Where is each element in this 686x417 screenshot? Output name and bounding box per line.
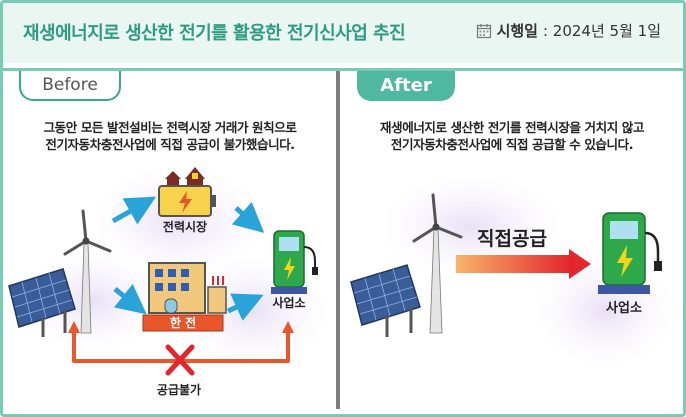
background-haze: [381, 176, 561, 276]
after-desc-line1: 재생에너지로 생산한 전기를 전력시장을 거치지 않고: [380, 120, 644, 135]
page-title: 재생에너지로 생산한 전기를 활용한 전기신사업 추진: [23, 23, 406, 44]
direct-supply-arrow: [456, 249, 591, 279]
kepco-building-icon: [142, 262, 227, 332]
before-description: 그동안 모든 발전설비는 전력시장 거래가 원칙으로 전기자동차충전사업에 직접…: [3, 119, 337, 153]
background-haze: [93, 166, 263, 276]
tab-after: After: [357, 71, 455, 101]
calendar-icon: [476, 23, 491, 38]
header: 재생에너지로 생산한 전기를 활용한 전기신사업 추진 시행일 : 2024년 …: [3, 3, 683, 63]
after-scene: 직접공급 사업소: [350, 176, 676, 366]
flow-arrows-to-market: [111, 196, 265, 321]
business-label: 사업소: [272, 295, 305, 310]
wind-turbine-icon: [412, 193, 463, 334]
after-desc-line2: 전기자동차충전사업에 직접 공급할 수 있습니다.: [390, 137, 634, 152]
panel-divider: [336, 71, 340, 409]
solar-panel-icon: [8, 268, 76, 337]
business-label: 사업소: [606, 300, 642, 316]
effective-date: 시행일 : 2024년 5월 1일: [476, 20, 661, 41]
ev-charger-icon: [271, 230, 318, 294]
blocked-cross-icon: [165, 344, 195, 376]
tab-before: Before: [19, 71, 121, 101]
blocked-label: 공급불가: [157, 382, 201, 397]
before-desc-line1: 그동안 모든 발전설비는 전력시장 거래가 원칙으로: [43, 120, 297, 135]
market-label: 전력시장: [163, 219, 207, 234]
ev-charger-icon: [598, 212, 662, 294]
after-description: 재생에너지로 생산한 전기를 전력시장을 거치지 않고 전기자동차충전사업에 직…: [341, 119, 683, 153]
wind-turbine-icon: [63, 209, 112, 334]
after-panel: After 재생에너지로 생산한 전기를 전력시장을 거치지 않고 전기자동차충…: [341, 71, 683, 409]
before-panel: Before 그동안 모든 발전설비는 전력시장 거래가 원칙으로 전기자동차충…: [3, 71, 337, 409]
date-value: : 2024년 5월 1일: [542, 22, 661, 40]
solar-panel-icon: [350, 264, 421, 337]
kepco-label: 한 전: [170, 315, 196, 330]
date-label: 시행일: [496, 22, 538, 40]
power-market-icon: [158, 167, 216, 217]
header-rule: [3, 68, 683, 71]
before-desc-line2: 전기자동차충전사업에 직접 공급이 불가했습니다.: [45, 137, 295, 152]
direct-supply-label: 직접공급: [477, 228, 547, 250]
before-scene: 전력시장 한 전 사업소: [8, 166, 328, 397]
